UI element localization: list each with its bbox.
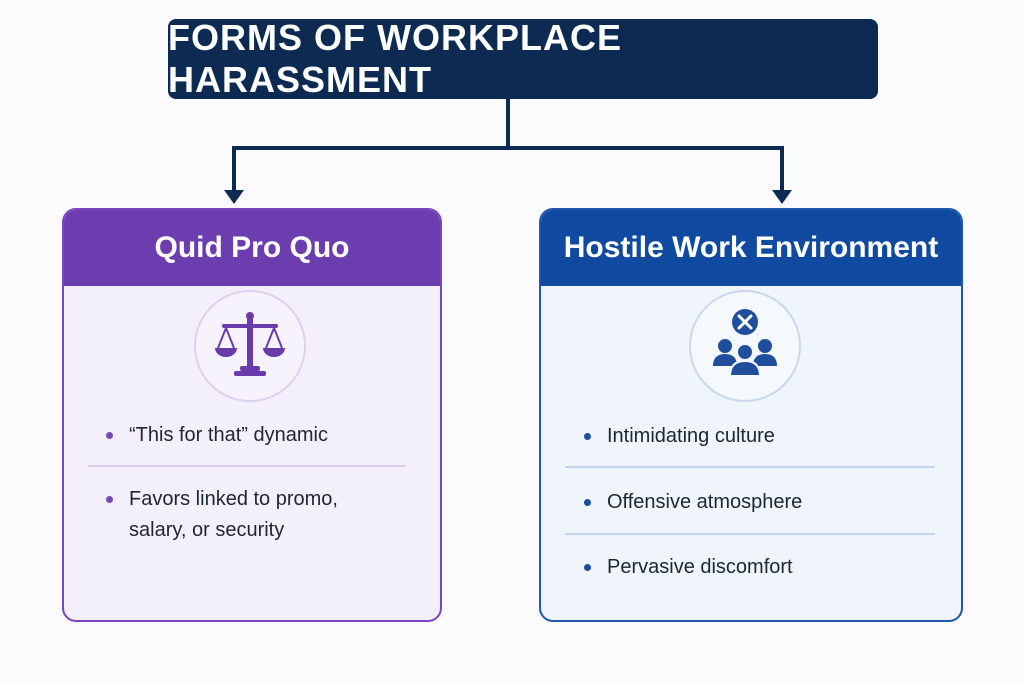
divider	[88, 465, 406, 467]
bullet-dot	[106, 432, 113, 439]
bullet-dot	[584, 433, 591, 440]
bullet-dot	[584, 499, 591, 506]
list-item: Favors linked to promo, salary, or secur…	[64, 484, 440, 546]
list-item-line: salary, or security	[129, 519, 285, 541]
list-item-text: Favors linked to promo, salary, or secur…	[129, 484, 338, 546]
bullet-dot	[106, 496, 113, 503]
list-item-text: Offensive atmosphere	[607, 491, 803, 513]
list-item: Pervasive discomfort	[541, 552, 961, 583]
list-item-text: “This for that” dynamic	[129, 424, 328, 446]
list-item: Offensive atmosphere	[541, 487, 961, 518]
card-header-quid-pro-quo: Quid Pro Quo	[64, 210, 440, 286]
list-item-text: Pervasive discomfort	[607, 556, 793, 578]
icon-circle-hostile-work-environment	[689, 290, 801, 402]
list-item-line: Favors linked to promo,	[129, 488, 338, 510]
divider	[565, 533, 935, 535]
arrowhead-left	[224, 190, 244, 204]
group-with-x-icon	[713, 309, 777, 377]
divider	[565, 466, 935, 468]
card-hostile-work-environment: Hostile Work Environment Intimidating cu…	[539, 208, 963, 622]
icon-circle-quid-pro-quo	[194, 290, 306, 402]
card-header-hostile-work-environment: Hostile Work Environment	[541, 210, 961, 286]
list-item-text: Intimidating culture	[607, 425, 775, 447]
card-quid-pro-quo: Quid Pro Quo “This for that” dynamic	[62, 208, 442, 622]
scales-of-justice-icon	[215, 312, 285, 376]
bullet-dot	[584, 564, 591, 571]
diagram-title: FORMS OF WORKPLACE HARASSMENT	[168, 17, 878, 100]
list-item: Intimidating culture	[541, 421, 961, 452]
arrowhead-right	[772, 190, 792, 204]
list-item: “This for that” dynamic	[64, 420, 440, 451]
